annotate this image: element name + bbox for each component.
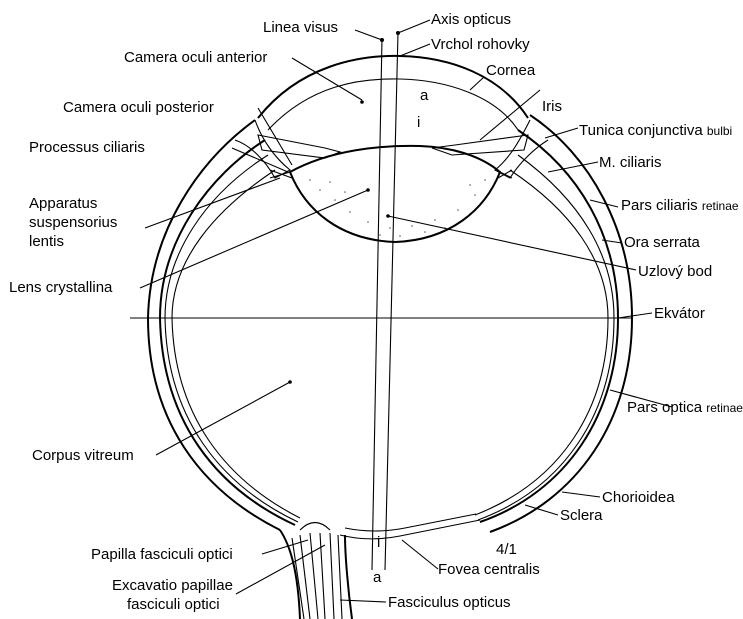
label-camera-oculi-posterior: Camera oculi posterior xyxy=(63,99,214,116)
retina-right xyxy=(475,170,608,515)
label-uzlovy-bod: Uzlový bod xyxy=(638,263,712,280)
label-apparatus-1: Apparatus xyxy=(29,195,97,212)
label-ekvator: Ekvátor xyxy=(654,305,705,322)
label-i-bottom: i xyxy=(377,534,380,551)
retina-left xyxy=(172,170,300,518)
label-pars-ciliaris: Pars ciliaris retinae xyxy=(621,197,739,214)
sclera-right-outline xyxy=(480,115,632,532)
label-axis-opticus: Axis opticus xyxy=(431,11,511,28)
optic-nerve-right xyxy=(345,535,352,619)
label-tunica-conjunctiva: Tunica conjunctiva bulbi xyxy=(579,122,732,139)
label-fovea-centralis: Fovea centralis xyxy=(438,561,540,578)
fundus-bottom-inner xyxy=(345,514,476,531)
linea-visus-line xyxy=(372,38,382,570)
label-corpus-vitreum: Corpus vitreum xyxy=(32,447,134,464)
label-a-bottom: a xyxy=(373,569,382,586)
iris-left xyxy=(258,135,340,158)
eyeball-wall xyxy=(148,115,632,539)
label-linea-visus: Linea visus xyxy=(263,19,338,36)
chorioidea-right xyxy=(478,155,614,520)
label-fasciculus-opticus: Fasciculus opticus xyxy=(388,594,511,611)
label-lens-crystallina: Lens crystallina xyxy=(9,279,113,296)
iris-right xyxy=(432,135,528,155)
label-processus-ciliaris: Processus ciliaris xyxy=(29,139,145,156)
fundus-bottom xyxy=(340,520,480,539)
label-iris: Iris xyxy=(542,98,562,115)
label-chorioidea: Chorioidea xyxy=(602,489,675,506)
cornea-inner xyxy=(268,79,518,130)
label-sclera: Sclera xyxy=(560,507,603,524)
ciliary-body-right xyxy=(495,120,548,178)
label-ora-serrata: Ora serrata xyxy=(624,234,701,251)
optic-nerve-group xyxy=(280,523,352,619)
sclera-outline xyxy=(148,120,295,530)
axis-opticus-line xyxy=(385,32,398,570)
label-camera-oculi-anterior: Camera oculi anterior xyxy=(124,49,267,66)
label-a-top: a xyxy=(420,87,429,104)
label-vrchol-rohovky: Vrchol rohovky xyxy=(431,36,530,53)
lens-stipple xyxy=(309,179,486,237)
label-excavatio-2: fasciculi optici xyxy=(127,596,220,613)
label-excavatio-1: Excavatio papillae xyxy=(112,577,233,594)
label-cornea: Cornea xyxy=(486,62,536,79)
chorioidea-left xyxy=(165,155,298,522)
label-papilla-fasciculi: Papilla fasciculi optici xyxy=(91,546,233,563)
label-scale: 4/1 xyxy=(496,541,517,558)
lens-group xyxy=(270,146,512,242)
label-m-ciliaris: M. ciliaris xyxy=(599,154,662,171)
label-apparatus-2: suspensorius xyxy=(29,214,117,231)
label-apparatus-3: lentis xyxy=(29,233,64,250)
label-i-top: i xyxy=(417,114,420,131)
papilla-cup xyxy=(300,523,330,531)
label-pars-optica: Pars optica retinae xyxy=(627,399,743,416)
